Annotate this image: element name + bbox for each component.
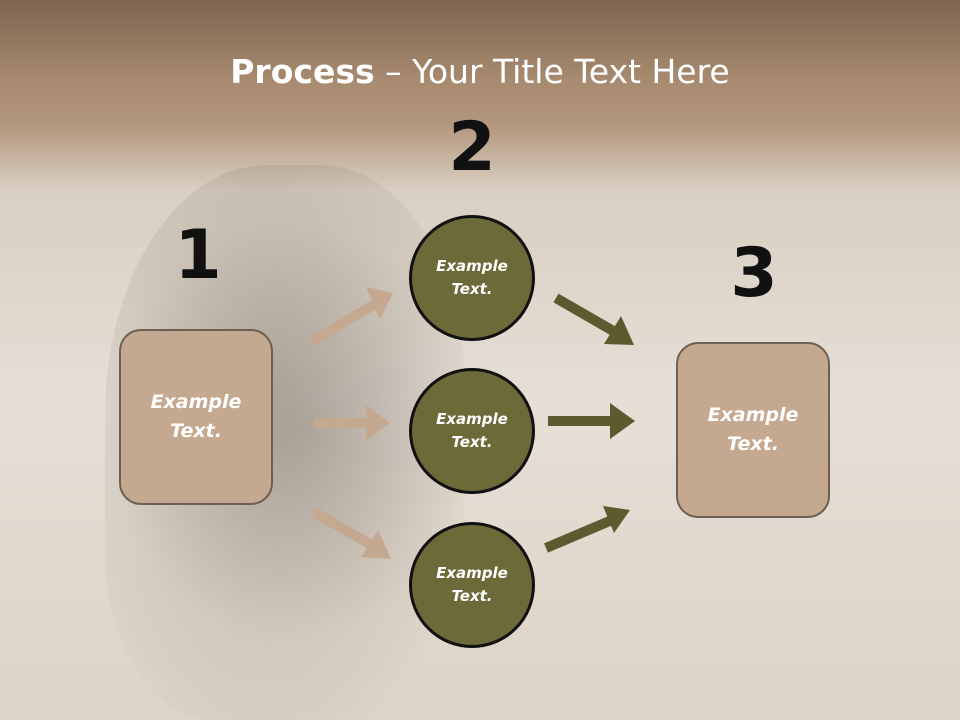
circle-top-text: Example Text. [436,257,508,298]
slide-title: Process – Your Title Text Here [0,52,960,91]
step-2-circle-bottom: Example Text. [409,522,535,648]
title-bold: Process [230,52,375,91]
step-1-box-text: Example Text. [150,391,242,442]
title-rest: – Your Title Text Here [374,52,730,91]
step-2-circle-top: Example Text. [409,215,535,341]
step-number-2: 2 [448,108,496,187]
arrow-top-to-right [553,293,634,345]
arrow-left-to-top [308,287,393,347]
step-number-1: 1 [174,216,222,295]
step-3-box-text: Example Text. [707,404,799,455]
arrow-bottom-to-right [544,506,630,553]
arrow-left-to-bottom [311,507,391,559]
step-3-box: Example Text. [676,342,830,518]
step-number-3: 3 [730,234,778,313]
arrow-left-to-middle [314,405,390,441]
step-2-circle-middle: Example Text. [409,368,535,494]
step-1-box: Example Text. [119,329,273,505]
arrow-middle-to-right [548,403,635,439]
circle-bottom-text: Example Text. [436,564,508,605]
circle-middle-text: Example Text. [436,410,508,451]
